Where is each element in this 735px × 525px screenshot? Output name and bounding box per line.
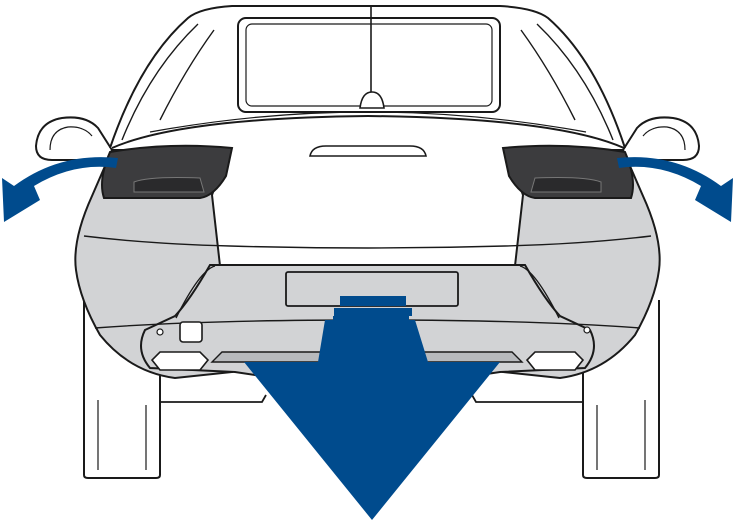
brake-light-bar <box>310 146 426 156</box>
tow-hook-cover <box>180 322 202 342</box>
left-mirror <box>36 117 112 160</box>
parking-sensor-right-outer <box>584 327 590 333</box>
left-tail-lamp-inner <box>134 178 204 193</box>
tail-lamps <box>102 146 633 198</box>
arrow-down-stripe-mid <box>334 308 412 316</box>
left-exhaust <box>152 352 208 370</box>
parking-sensor-left-outer <box>157 329 163 335</box>
right-exhaust <box>527 352 583 370</box>
right-tail-lamp-inner <box>531 178 601 193</box>
cabin <box>110 6 625 148</box>
right-mirror <box>623 117 699 160</box>
arrow-down-stripe-top <box>340 296 406 306</box>
